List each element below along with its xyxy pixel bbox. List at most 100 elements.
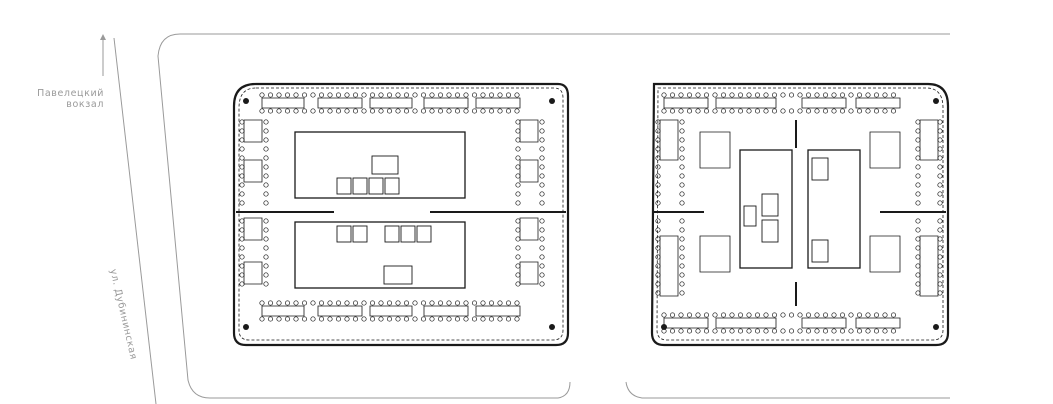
chair-icon xyxy=(661,92,667,98)
chair-icon xyxy=(882,108,888,114)
chair-icon xyxy=(686,328,693,334)
chair-icon xyxy=(454,316,461,322)
chair-icon xyxy=(515,146,521,152)
chair-icon xyxy=(814,108,820,114)
station-label: Павелецкий вокзал xyxy=(37,88,104,110)
chair-icon xyxy=(686,312,693,318)
chair-icon xyxy=(788,312,795,318)
desk-chairs xyxy=(239,92,943,334)
chair-icon xyxy=(737,328,744,334)
chair-icon xyxy=(239,281,245,287)
chair-icon xyxy=(293,316,299,322)
chair-icon xyxy=(539,164,545,170)
workstations-left xyxy=(243,97,539,317)
chair-icon xyxy=(865,92,871,98)
chair-icon xyxy=(539,227,545,233)
chair-icon xyxy=(771,92,778,98)
chair-icon xyxy=(361,92,367,98)
chair-icon xyxy=(655,128,661,134)
chair-icon xyxy=(873,328,880,334)
chair-icon xyxy=(679,137,685,143)
chair-icon xyxy=(539,191,545,197)
chair-icon xyxy=(915,218,921,224)
chair-icon xyxy=(655,119,661,125)
chair-icon xyxy=(937,146,943,152)
chair-icon xyxy=(539,137,545,143)
chair-icon xyxy=(239,128,245,134)
chair-icon xyxy=(831,328,837,334)
chair-icon xyxy=(655,164,661,170)
chair-icon xyxy=(515,245,521,251)
chair-icon xyxy=(805,328,812,334)
chair-icon xyxy=(403,92,410,98)
chair-icon xyxy=(263,263,269,269)
chair-icon xyxy=(267,316,274,322)
chair-icon xyxy=(263,119,269,125)
chair-icon xyxy=(403,300,410,306)
chair-icon xyxy=(539,155,545,161)
chair-icon xyxy=(515,200,521,206)
chair-icon xyxy=(937,245,943,251)
chair-icon xyxy=(937,281,943,287)
chair-icon xyxy=(882,92,888,98)
chair-icon xyxy=(267,108,274,114)
chair-icon xyxy=(259,92,265,98)
chair-icon xyxy=(679,146,685,152)
chair-icon xyxy=(839,312,846,318)
chair-icon xyxy=(679,200,685,206)
site-boundary xyxy=(157,33,950,399)
chair-icon xyxy=(263,146,269,152)
chair-icon xyxy=(386,316,393,322)
chair-icon xyxy=(514,108,520,114)
chair-icon xyxy=(378,300,384,306)
chair-icon xyxy=(412,108,418,114)
chair-icon xyxy=(771,108,778,114)
chair-icon xyxy=(263,191,269,197)
chair-icon xyxy=(655,173,661,179)
chair-icon xyxy=(301,300,308,306)
chair-icon xyxy=(284,316,291,322)
chair-icon xyxy=(937,119,943,125)
chair-icon xyxy=(263,236,269,242)
chair-icon xyxy=(915,236,921,242)
chair-icon xyxy=(284,92,291,98)
chair-icon xyxy=(239,245,245,251)
chair-icon xyxy=(276,300,282,306)
chair-icon xyxy=(661,312,667,318)
chair-icon xyxy=(505,92,512,98)
chair-icon xyxy=(514,316,520,322)
chair-icon xyxy=(318,316,325,322)
chair-icon xyxy=(679,245,685,251)
chair-icon xyxy=(703,92,710,98)
chair-icon xyxy=(515,263,521,269)
chair-icon xyxy=(915,119,921,125)
chair-icon xyxy=(403,316,410,322)
chair-icon xyxy=(239,191,245,197)
chair-icon xyxy=(746,108,752,114)
chair-icon xyxy=(746,328,752,334)
chair-icon xyxy=(882,312,888,318)
chair-icon xyxy=(463,92,469,98)
chair-icon xyxy=(539,236,545,242)
chair-icon xyxy=(437,92,444,98)
chair-icon xyxy=(284,300,291,306)
chair-icon xyxy=(703,312,710,318)
chair-icon xyxy=(327,300,333,306)
chair-icon xyxy=(412,300,418,306)
chair-icon xyxy=(352,300,359,306)
chair-icon xyxy=(263,182,269,188)
chair-icon xyxy=(873,312,880,318)
chair-icon xyxy=(471,92,478,98)
chair-icon xyxy=(937,254,943,260)
building-left-outline xyxy=(232,82,570,347)
chair-icon xyxy=(539,119,545,125)
chair-icon xyxy=(239,173,245,179)
chair-icon xyxy=(361,316,367,322)
chair-icon xyxy=(746,312,752,318)
chair-icon xyxy=(515,272,521,278)
building-right-outline xyxy=(650,82,950,347)
chair-icon xyxy=(788,328,795,334)
chair-icon xyxy=(695,92,701,98)
chair-icon xyxy=(301,108,308,114)
chair-icon xyxy=(463,316,469,322)
